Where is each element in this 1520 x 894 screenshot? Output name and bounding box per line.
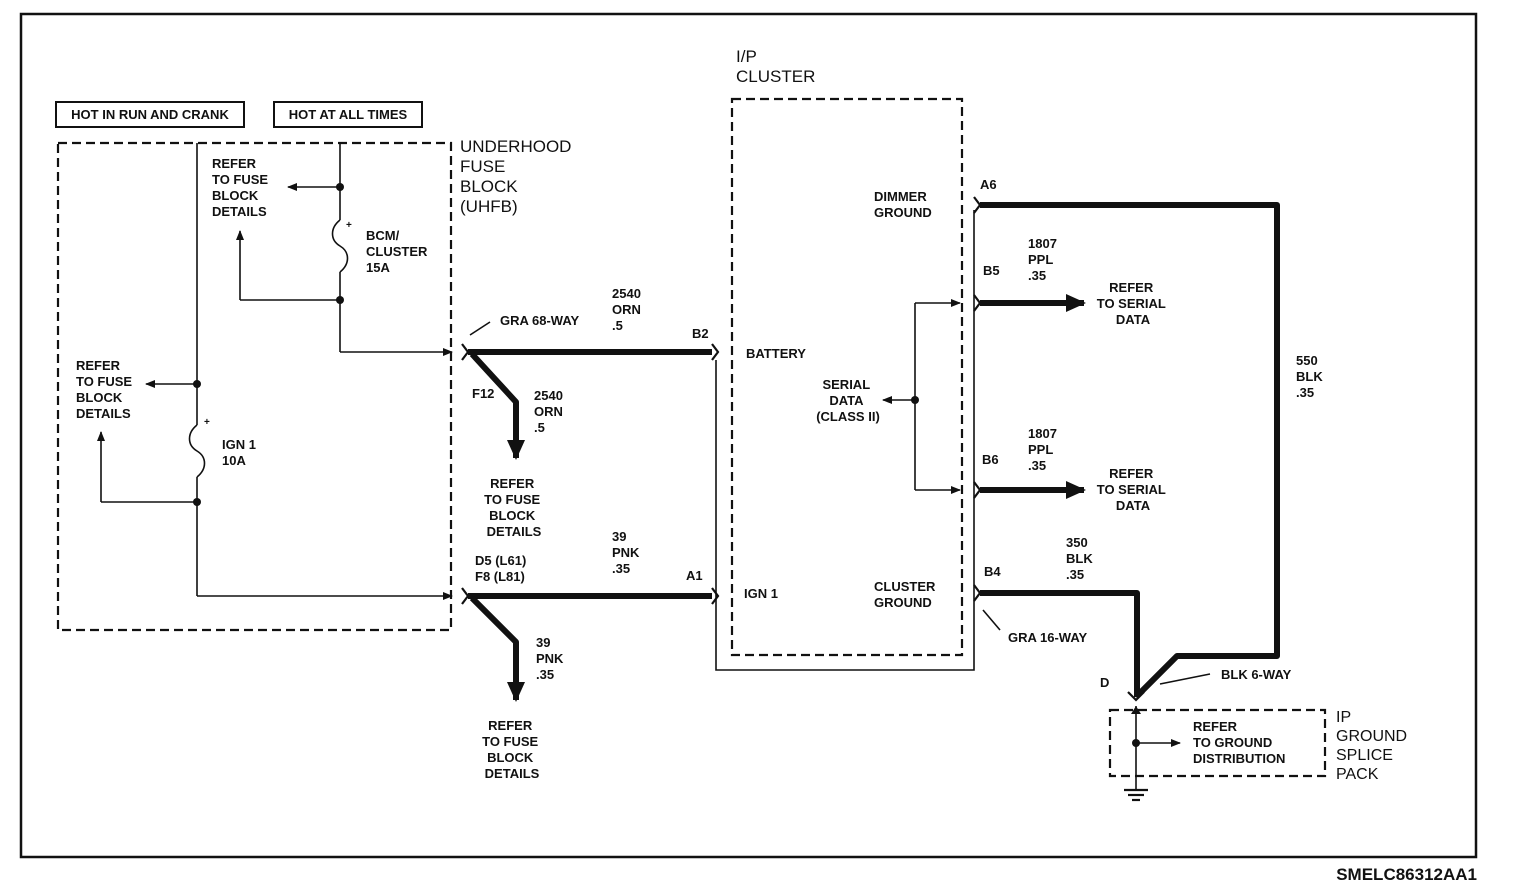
ign1-label: IGN 1	[744, 586, 778, 601]
ign-fuse-circuit: +	[97, 143, 453, 600]
serial-data-wiring	[882, 299, 961, 494]
uhfb-title: UNDERHOOD FUSE BLOCK (UHFB)	[460, 137, 576, 216]
pin-b4-connector	[973, 584, 982, 602]
pin-b4-label: B4	[984, 564, 1001, 579]
wire-39-mid-label: 39 PNK .35	[612, 529, 643, 576]
wire-2540-mid-label: 2540 ORN .5	[534, 388, 567, 435]
pin-b6-connector	[973, 481, 982, 499]
pin-b6-label: B6	[982, 452, 999, 467]
ip-cluster-box	[730, 97, 964, 657]
pin-b5-label: B5	[983, 263, 1000, 278]
bcm-fuse-circuit: +	[236, 143, 453, 356]
dimmer-ground-label: DIMMER GROUND	[874, 189, 932, 220]
pin-a6-label: A6	[980, 177, 997, 192]
pin-a1-label: A1	[686, 568, 703, 583]
hot-all-times-label: HOT AT ALL TIMES	[289, 107, 408, 122]
bcm-fuse-plus: +	[346, 220, 352, 231]
gra16-label: GRA 16-WAY	[1008, 630, 1088, 645]
hot-all-times-box	[273, 101, 423, 128]
wire-550-label: 550 BLK .35	[1296, 353, 1326, 400]
wire-39-low-label: 39 PNK .35	[536, 635, 567, 682]
wire-2540-top-label: 2540 ORN .5	[612, 286, 645, 333]
ip-ground-title: IP GROUND SPLICE PACK	[1336, 709, 1412, 783]
blk6-label: BLK 6-WAY	[1221, 667, 1292, 682]
pin-d-connector	[1127, 691, 1145, 702]
ign-fuse-icon	[188, 424, 206, 478]
wire-1807-b6-label: 1807 PPL .35	[1028, 426, 1061, 473]
bcm-fuse-label: BCM/ CLUSTER 15A	[366, 228, 431, 275]
wire-350-blk	[980, 590, 1140, 697]
pin-b2-connector	[711, 343, 720, 361]
battery-label: BATTERY	[746, 346, 806, 361]
cluster-ground-label: CLUSTER GROUND	[874, 579, 939, 610]
ground-icon	[1124, 788, 1148, 802]
pin-b5-connector	[973, 294, 982, 312]
ign-fuse-label: IGN 1 10A	[222, 437, 260, 468]
f12-label: F12	[472, 386, 494, 401]
uhfb-box	[56, 141, 453, 632]
hot-run-crank-label: HOT IN RUN AND CRANK	[71, 107, 229, 122]
serial-data-label: SERIAL DATA (CLASS II)	[816, 377, 880, 424]
wire-350-label: 350 BLK .35	[1066, 535, 1096, 582]
refer-serial-label-2: REFER TO SERIAL DATA	[1097, 466, 1170, 513]
bcm-fuse-icon	[331, 219, 349, 273]
gra68-label: GRA 68-WAY	[500, 313, 580, 328]
outer-frame	[19, 12, 1478, 859]
refer-ground-label: REFER TO GROUND DISTRIBUTION	[1193, 719, 1285, 766]
refer-fuse-label-4: REFER TO FUSE BLOCK DETAILS	[482, 718, 542, 781]
refer-fuse-label-3: REFER TO FUSE BLOCK DETAILS	[484, 476, 544, 539]
gra68-connector-bottom	[461, 587, 470, 605]
wire-1807-b5-label: 1807 PPL .35	[1028, 236, 1061, 283]
wire-550-blk	[980, 202, 1280, 700]
ign-fuse-plus: +	[204, 417, 210, 428]
gra68-connector-top	[461, 343, 470, 361]
pin-a1-connector	[711, 587, 720, 605]
drawing-code: SMELC86312AA1	[1336, 865, 1477, 884]
pin-b2-label: B2	[692, 326, 709, 341]
refer-fuse-label-1: REFER TO FUSE BLOCK DETAILS	[212, 156, 272, 219]
refer-serial-label-1: REFER TO SERIAL DATA	[1097, 280, 1170, 327]
refer-fuse-label-2: REFER TO FUSE BLOCK DETAILS	[76, 358, 136, 421]
hot-run-crank-box	[55, 101, 245, 128]
ground-splice-wiring	[1131, 706, 1181, 790]
wire-2540-orn	[468, 349, 712, 460]
cluster-housing-outline	[715, 210, 975, 671]
wire-39-pnk	[468, 593, 712, 702]
d5f8-label: D5 (L61) F8 (L81)	[475, 553, 530, 584]
pin-a6-connector	[973, 196, 982, 214]
pin-d-label: D	[1100, 675, 1109, 690]
ip-cluster-title: I/P CLUSTER	[736, 47, 815, 86]
